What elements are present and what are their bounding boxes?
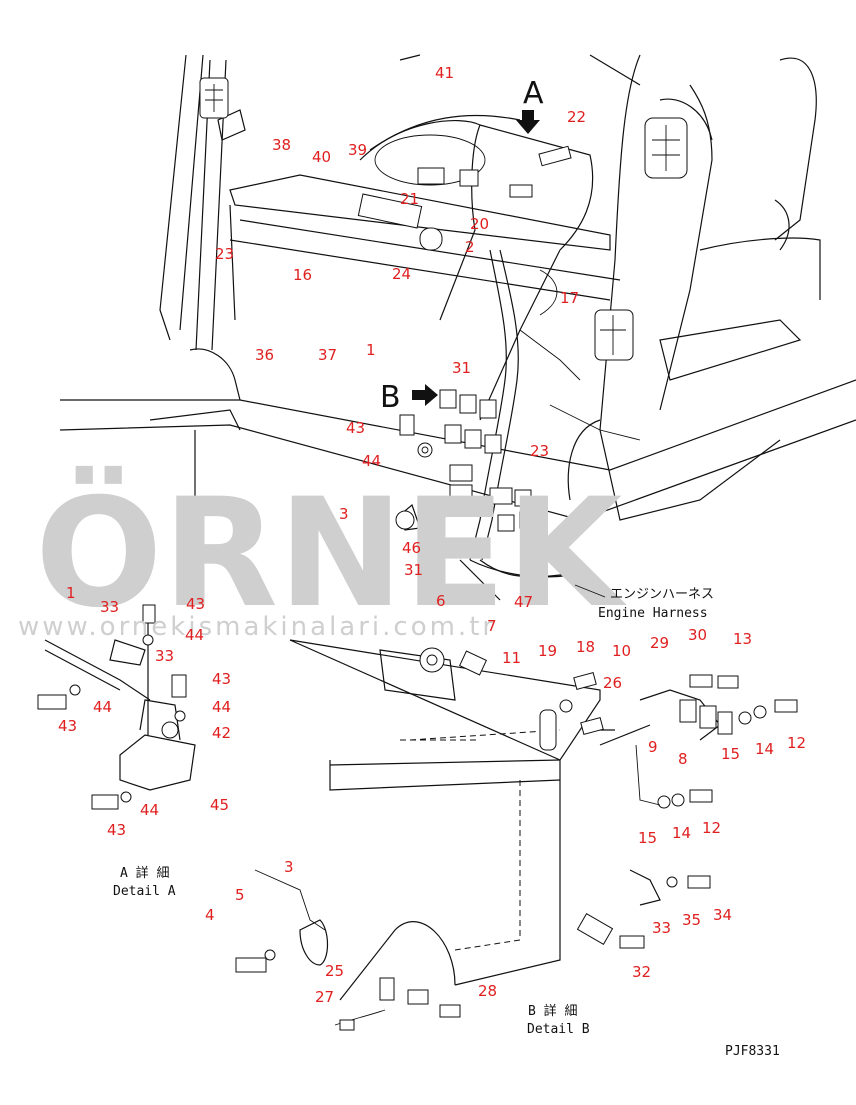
detail-a-marker: A xyxy=(523,76,544,111)
callout-label: 45 xyxy=(210,796,229,814)
callout-label: 16 xyxy=(293,266,312,284)
callout-label: 5 xyxy=(235,886,245,904)
callout-label: 44 xyxy=(185,626,204,644)
watermark: ÖRNEK www.ornekismakinalari.com.tr xyxy=(18,465,627,642)
callout-label: 44 xyxy=(140,801,159,819)
callout-label: 12 xyxy=(787,734,806,752)
callout-label: 31 xyxy=(452,359,471,377)
notes: エンジンハーネス Engine Harness A 詳 細 Detail A B… xyxy=(113,584,780,1059)
callout-label: 20 xyxy=(470,215,489,233)
callout-label: 14 xyxy=(672,824,691,842)
callout-label: 23 xyxy=(530,442,549,460)
detail-b-label-en: Detail B xyxy=(527,1022,590,1037)
callout-label: 8 xyxy=(678,750,688,768)
detail-a-label-en: Detail A xyxy=(113,884,176,899)
callout-label: 28 xyxy=(478,982,497,1000)
arrow-right-icon xyxy=(412,384,438,406)
callout-label: 3 xyxy=(284,858,294,876)
callout-label: 6 xyxy=(436,592,446,610)
callout-label: 42 xyxy=(212,724,231,742)
detail-a-label-jp: A 詳 細 xyxy=(120,865,169,881)
callout-label: 33 xyxy=(100,598,119,616)
callout-label: 44 xyxy=(362,452,381,470)
callout-label: 22 xyxy=(567,108,586,126)
callout-label: 3 xyxy=(339,505,349,523)
callout-label: 21 xyxy=(400,190,419,208)
callout-label: 18 xyxy=(576,638,595,656)
callout-label: 32 xyxy=(632,963,651,981)
callout-label: 39 xyxy=(348,141,367,159)
callout-label: 27 xyxy=(315,988,334,1006)
arrow-down-icon xyxy=(516,110,540,134)
callout-label: 4 xyxy=(205,906,215,924)
drawing-code: PJF8331 xyxy=(725,1044,780,1059)
callout-label: 11 xyxy=(502,649,521,667)
callout-label: 35 xyxy=(682,911,701,929)
callout-label: 26 xyxy=(603,674,622,692)
callout-label: 30 xyxy=(688,626,707,644)
callout-label: 43 xyxy=(107,821,126,839)
callout-label: 7 xyxy=(487,617,497,635)
callout-label: 10 xyxy=(612,642,631,660)
markers: A B xyxy=(380,76,544,415)
callout-label: 43 xyxy=(212,670,231,688)
callout-label: 29 xyxy=(650,634,669,652)
callout-label: 36 xyxy=(255,346,274,364)
callout-label: 23 xyxy=(215,245,234,263)
callout-label: 34 xyxy=(713,906,732,924)
callout-label: 25 xyxy=(325,962,344,980)
callout-label: 2 xyxy=(465,238,475,256)
detail-b-marker: B xyxy=(380,380,401,415)
callout-label: 46 xyxy=(402,539,421,557)
callout-label: 31 xyxy=(404,561,423,579)
callout-label: 43 xyxy=(346,419,365,437)
watermark-brand: ÖRNEK xyxy=(35,465,627,641)
callout-label: 9 xyxy=(648,738,658,756)
callout-label: 43 xyxy=(58,717,77,735)
detail-b-label-jp: B 詳 細 xyxy=(528,1003,577,1019)
watermark-url: www.ornekismakinalari.com.tr xyxy=(18,612,496,642)
callout-label: 15 xyxy=(721,745,740,763)
callout-label: 14 xyxy=(755,740,774,758)
callout-label: 43 xyxy=(186,595,205,613)
callout-label: 24 xyxy=(392,265,411,283)
callout-label: 41 xyxy=(435,64,454,82)
callout-label: 12 xyxy=(702,819,721,837)
engine-harness-label-en: Engine Harness xyxy=(598,606,708,621)
callout-label: 33 xyxy=(155,647,174,665)
engine-harness-label-jp: エンジンハーネス xyxy=(610,587,714,602)
callout-label: 13 xyxy=(733,630,752,648)
callout-label: 38 xyxy=(272,136,291,154)
callout-label: 19 xyxy=(538,642,557,660)
callout-label: 37 xyxy=(318,346,337,364)
callout-label: 15 xyxy=(638,829,657,847)
callout-label: 40 xyxy=(312,148,331,166)
callout-label: 44 xyxy=(212,698,231,716)
callouts: 41 22 38 40 39 21 20 2 23 16 24 17 36 37… xyxy=(58,64,806,1006)
callout-label: 1 xyxy=(366,341,376,359)
callout-label: 47 xyxy=(514,593,533,611)
callout-label: 17 xyxy=(560,289,579,307)
callout-label: 44 xyxy=(93,698,112,716)
line-art xyxy=(37,54,856,1031)
callout-label: 1 xyxy=(66,584,76,602)
callout-label: 33 xyxy=(652,919,671,937)
